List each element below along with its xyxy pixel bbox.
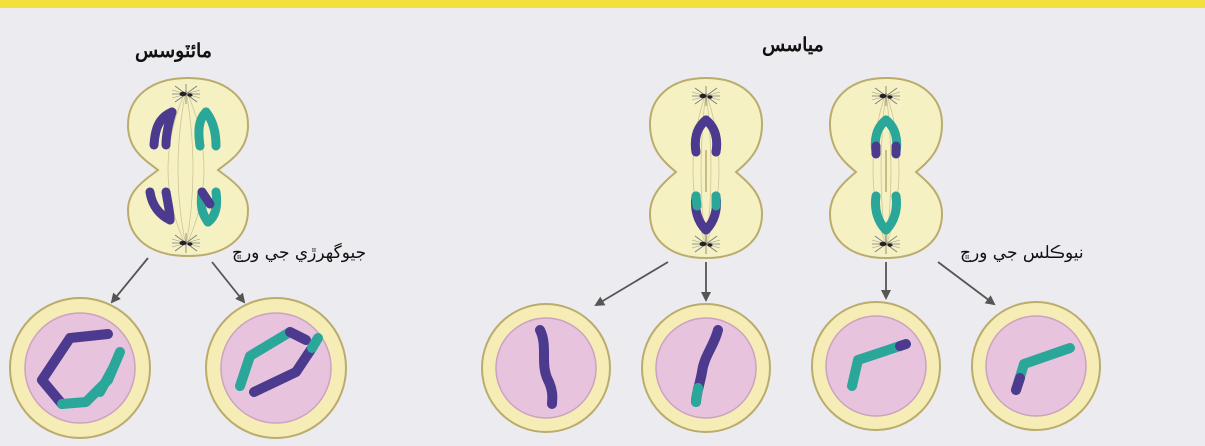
chromosome-teal: [201, 107, 221, 151]
chromosome-purple: [37, 329, 113, 409]
meiosis-title: مياسس: [762, 34, 824, 56]
daughter-cell-mitosis-2: [205, 297, 347, 439]
chromosome-teal: [235, 327, 295, 391]
centrosome-top: [691, 85, 721, 107]
meiosis-dividing-cell-1: [648, 76, 764, 260]
crossing-over-label: جيوگهرڙي جي ورڇ: [232, 243, 367, 263]
chromosome-teal-segment: [691, 383, 703, 407]
daughter-cell-mitosis-1: [9, 297, 151, 439]
chromosome-teal: [881, 191, 901, 235]
centrosome-bottom: [691, 233, 721, 255]
division-arrows: [110, 257, 996, 307]
chromosome-teal: [847, 341, 905, 391]
chromosome-purple-segment: [895, 339, 911, 351]
chromosome-teal-segment: [691, 191, 702, 211]
centrosome-bottom: [171, 232, 201, 254]
chromosome-teal-segment: [307, 333, 323, 353]
daughter-cell-meiosis-1: [481, 303, 611, 433]
arrow: [594, 261, 669, 307]
chromosome-teal: [203, 187, 222, 227]
daughter-cell-meiosis-3: [811, 301, 941, 431]
nucleus-division-label: نيوڪلس جي ورڇ: [960, 243, 1084, 263]
chromosome-purple-segment: [197, 187, 215, 209]
chromosome-purple-segment: [1011, 373, 1025, 395]
arrow: [937, 261, 996, 306]
chromosome-purple: [161, 187, 175, 225]
centrosome-top: [871, 85, 901, 107]
top-accent-bar: [0, 0, 1205, 8]
daughter-cell-meiosis-4: [971, 301, 1101, 431]
arrow: [211, 261, 246, 304]
meiosis-dividing-cell-2: [828, 76, 944, 260]
chromosome-purple: [535, 325, 558, 409]
centrosome-bottom: [871, 233, 901, 255]
chromosome-purple: [161, 107, 177, 150]
chromosome-teal-segment: [95, 365, 117, 397]
chromosome-purple: [701, 115, 722, 157]
daughter-cell-meiosis-2: [641, 303, 771, 433]
mitosis-title: مائٽوسس: [135, 40, 212, 62]
centrosome-top: [171, 83, 201, 105]
mitosis-dividing-cell: [126, 76, 250, 258]
chromosome-purple-segment: [285, 327, 311, 345]
arrow: [110, 257, 149, 304]
chromosome-purple: [249, 343, 317, 397]
